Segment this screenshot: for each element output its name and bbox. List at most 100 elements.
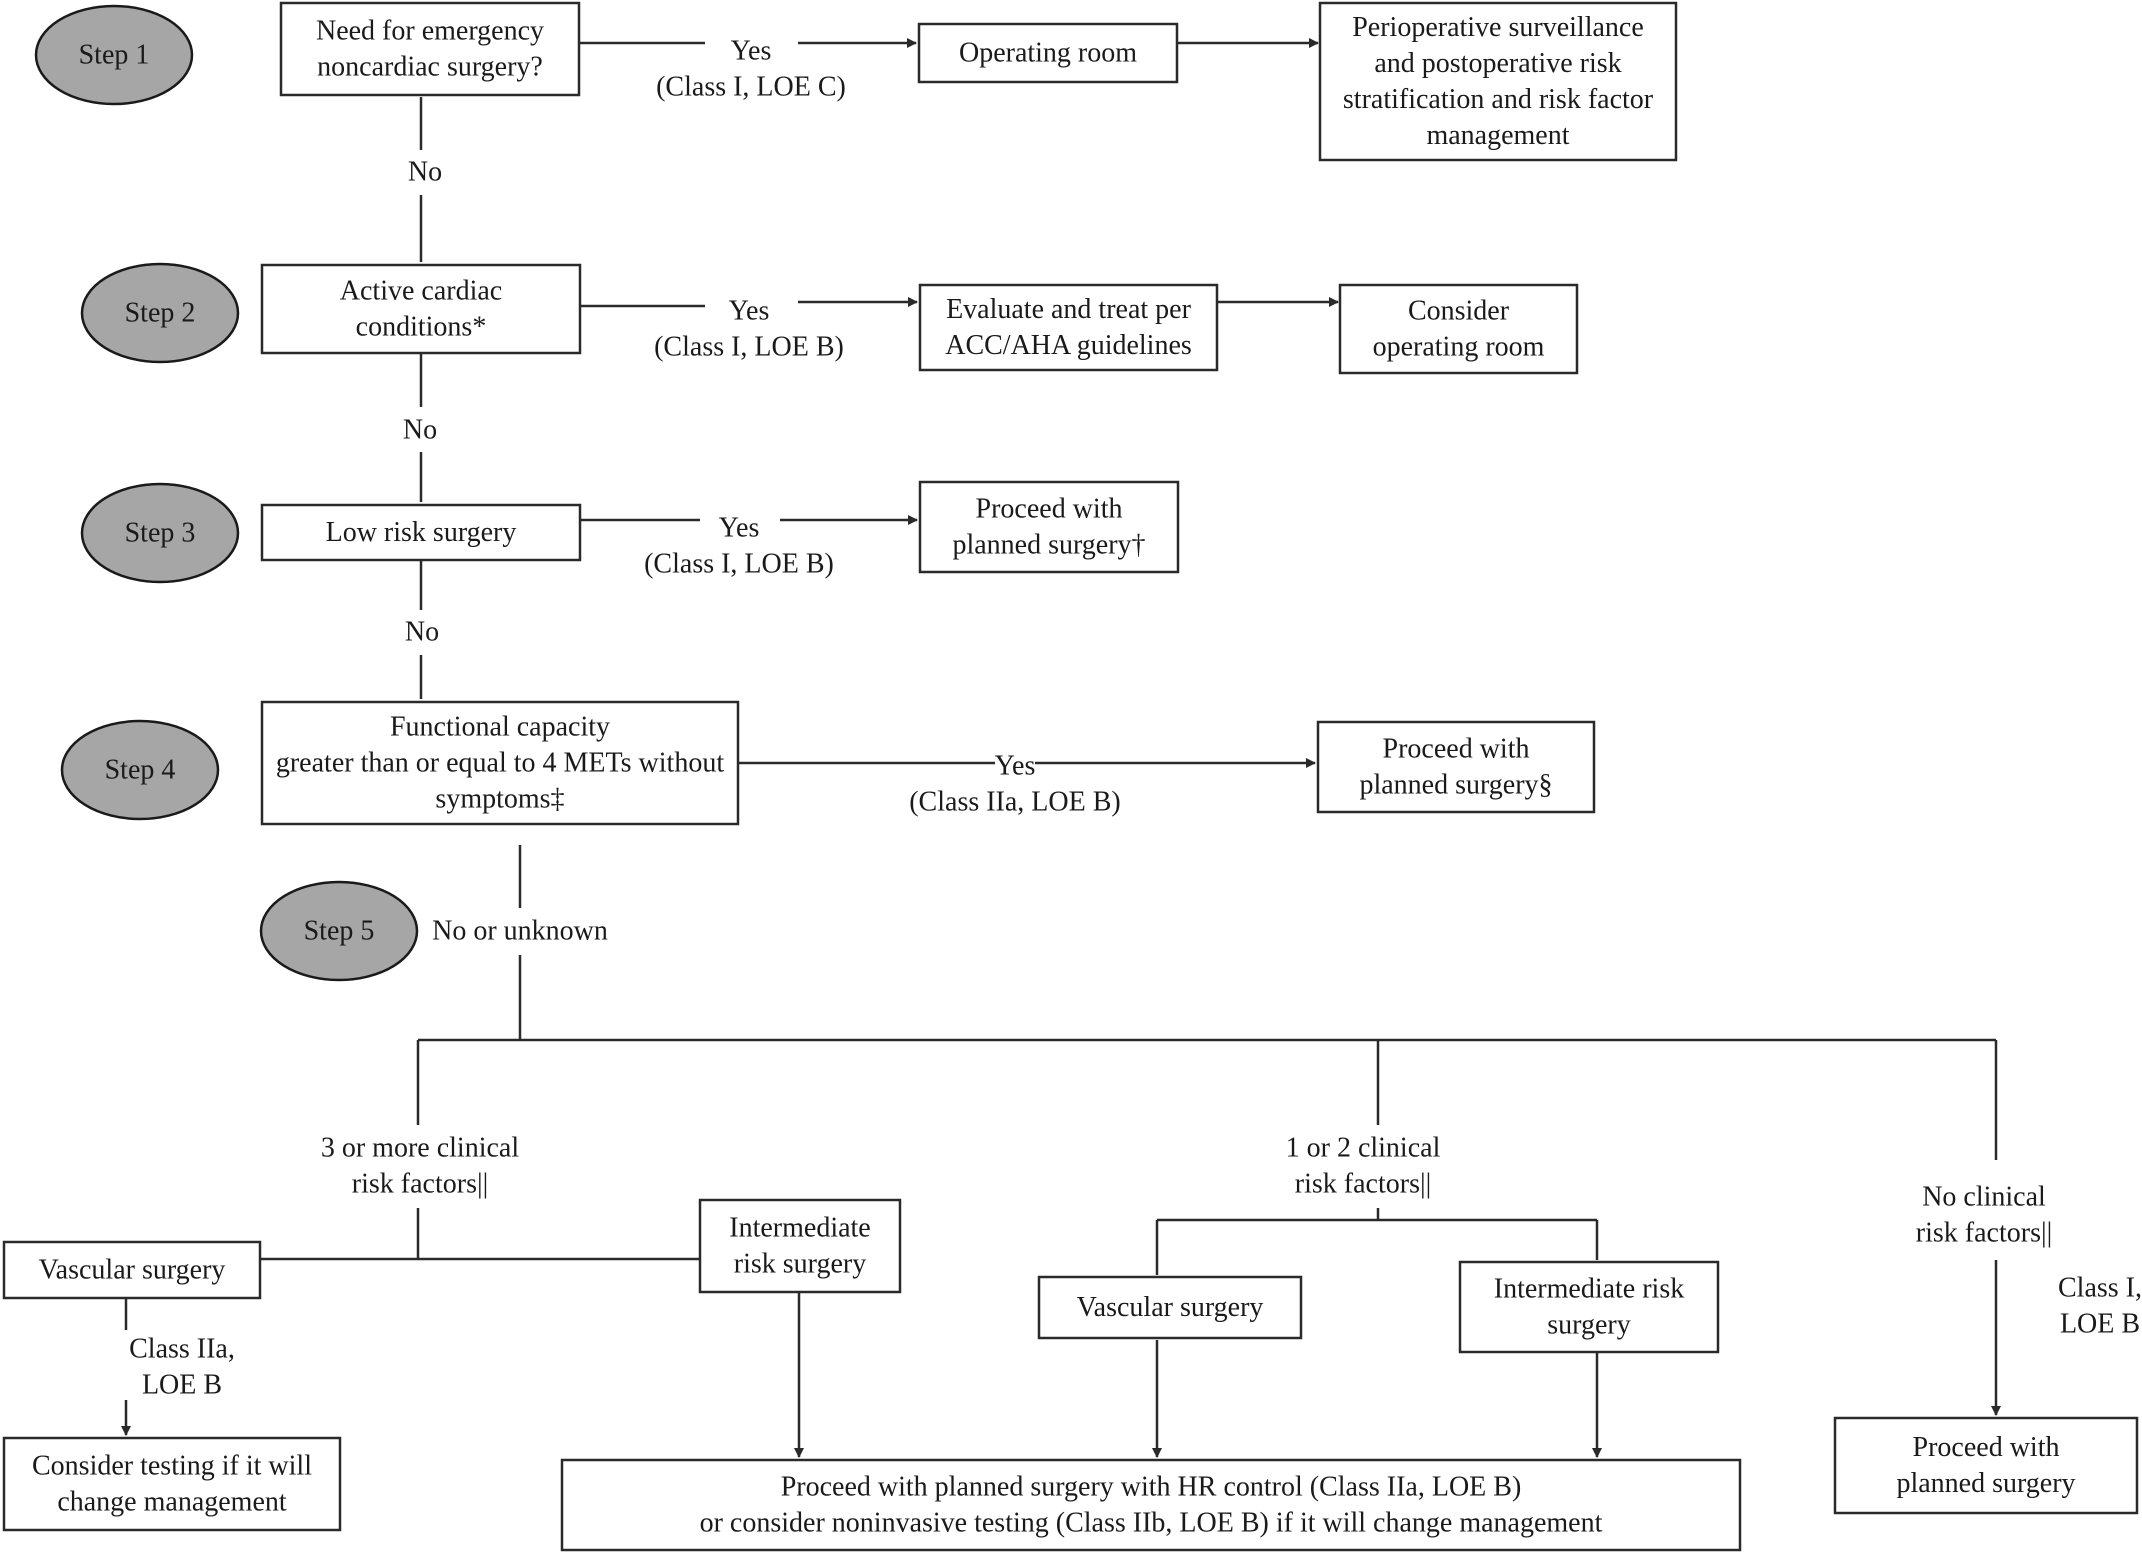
no1-label: No: [408, 157, 442, 188]
yes4-label-line-2: (Class IIa, LOE B): [909, 787, 1121, 818]
consider-testing-text-line-1: Consider testing if it will: [32, 1451, 312, 1482]
functional-capacity-text-line-1: Functional capacity: [390, 712, 610, 743]
proceed-hr-box: [560, 1458, 1742, 1552]
connectors-layer: [121, 38, 2001, 1458]
yes4-label-line-1: Yes: [995, 751, 1036, 782]
consider-testing-text-line-2: change management: [57, 1487, 287, 1518]
proceed-planned-box: [1833, 1416, 2139, 1515]
step1-oval: [34, 4, 194, 106]
class-i-lob-label: Class I, LOE B: [2058, 1273, 2142, 1340]
vascular-mid-box: [1037, 1275, 1303, 1340]
consider-testing-box: [2, 1436, 342, 1532]
class-i-lob-label-line-1: Class I,: [2058, 1273, 2142, 1304]
step3-label: Step 3: [125, 518, 196, 549]
class-i-lob-label-line-2: LOE B: [2060, 1309, 2140, 1340]
emergency-box: [279, 1, 581, 97]
class-iia-lob-label: Class IIa, LOE B: [129, 1334, 235, 1401]
no2-label: No: [403, 415, 437, 446]
yes3-label: Yes(Class I, LOE B): [644, 513, 834, 580]
functional-capacity-text: Functional capacity greater than or equal…: [276, 712, 724, 815]
consider-testing-text: Consider testing if it will change manage…: [32, 1451, 312, 1518]
emergency-text-line-1: Need for emergency: [316, 16, 544, 47]
vascular-mid-text-line-1: Vascular surgery: [1077, 1292, 1264, 1323]
three-plus-label: 3 or more clinical risk factors||: [321, 1133, 519, 1200]
functional-capacity-text-line-2: greater than or equal to 4 METs without: [276, 748, 724, 779]
evaluate-treat-text-line-2: ACC/AHA guidelines: [945, 330, 1192, 361]
step1-label-line-1: Step 1: [79, 40, 150, 71]
step5-oval: [259, 880, 419, 982]
no1-label-line-1: No: [408, 157, 442, 188]
yes4-label: Yes (Class IIa, LOE B): [909, 751, 1121, 818]
perioperative-text-line-1: Perioperative surveillance: [1352, 12, 1644, 43]
yes2-label: Yes(Class I, LOE B): [654, 296, 844, 363]
vascular-left-text-line-1: Vascular surgery: [39, 1255, 226, 1286]
step4-label-line-1: Step 4: [105, 755, 176, 786]
class-iia-lob-label-line-2: LOE B: [142, 1370, 222, 1401]
proceed-hr-text-line-2: or consider noninvasive testing (Class I…: [700, 1508, 1603, 1539]
consider-or-box: [1338, 283, 1579, 375]
text-layer: Step 1 Step 2 Step 3 Step 4 Step 5 Need for e…: [32, 12, 2142, 1539]
three-plus-label-line-2: risk factors||: [352, 1169, 488, 1200]
proceed-planned-text: Proceed with planned surgery: [1896, 1432, 2075, 1499]
proceed-section-text-line-1: Proceed with: [1383, 734, 1530, 765]
perioperative-text-line-3: stratification and risk factor: [1343, 84, 1654, 115]
proceed-planned-text-line-1: Proceed with: [1913, 1432, 2060, 1463]
intermediate-left-box: [698, 1198, 902, 1294]
emergency-text-line-2: noncardiac surgery?: [317, 52, 543, 83]
no2-label-line-1: No: [403, 415, 437, 446]
active-cardiac-box: [260, 263, 582, 355]
no3-label-line-1: No: [405, 617, 439, 648]
step4-label: Step 4: [105, 755, 176, 786]
step5-label: Step 5: [304, 916, 375, 947]
proceed-section-box: [1316, 720, 1596, 814]
yes1-label-line-2: (Class I, LOE C): [656, 72, 846, 103]
proceed-hr-text: Proceed with planned surgery with HR con…: [700, 1472, 1603, 1539]
proceed-hr-text-line-1: Proceed with planned surgery with HR con…: [781, 1472, 1522, 1503]
no-clinical-label: No clinical risk factors||: [1916, 1182, 2052, 1249]
evaluate-treat-box: [918, 283, 1219, 372]
evaluate-treat-text-line-1: Evaluate and treat per: [946, 294, 1192, 325]
consider-or-text-line-2: operating room: [1373, 332, 1545, 363]
intermediate-mid-text-line-1: Intermediate risk: [1494, 1274, 1684, 1305]
operating-room-text-line-1: Operating room: [959, 38, 1137, 69]
consider-or-text-line-1: Consider: [1408, 296, 1510, 327]
class-iia-lob-label-line-1: Class IIa,: [129, 1334, 235, 1365]
intermediate-left-text-line-1: Intermediate: [729, 1213, 870, 1244]
intermediate-left-text-line-2: risk surgery: [734, 1249, 866, 1280]
no3-label: No: [405, 617, 439, 648]
step4-oval: [60, 719, 220, 821]
step2-oval: [80, 262, 240, 364]
yes3-label-line-2: (Class I, LOE B): [644, 549, 834, 580]
proceed-dagger-text-line-2: planned surgery†: [952, 530, 1145, 561]
no-unknown-label-line-1: No or unknown: [432, 916, 608, 947]
perioperative-text-line-4: management: [1426, 120, 1569, 151]
intermediate-mid-text-line-2: surgery: [1547, 1310, 1630, 1341]
step3-label-line-1: Step 3: [125, 518, 196, 549]
no-clinical-label-line-1: No clinical: [1922, 1182, 2046, 1213]
no-clinical-label-line-2: risk factors||: [1916, 1218, 2052, 1249]
no-unknown-label: No or unknown: [432, 916, 608, 947]
step1-label: Step 1: [79, 40, 150, 71]
active-cardiac-text-line-1: Active cardiac: [340, 276, 502, 307]
proceed-dagger-text: Proceed with planned surgery†: [952, 494, 1145, 561]
step2-label: Step 2: [125, 298, 196, 329]
operating-room-text: Operating room: [959, 38, 1137, 69]
intermediate-mid-box: [1458, 1260, 1720, 1354]
proceed-planned-text-line-2: planned surgery: [1896, 1468, 2075, 1499]
yes1-label-line-1: Yes: [731, 36, 772, 67]
vascular-mid-text: Vascular surgery: [1077, 1292, 1264, 1323]
intermediate-mid-text: Intermediate risk surgery: [1494, 1274, 1684, 1341]
step2-label-line-1: Step 2: [125, 298, 196, 329]
yes1-label: Yes (Class I, LOE C): [656, 36, 846, 103]
low-risk-text: Low risk surgery: [326, 517, 517, 548]
vascular-left-text: Vascular surgery: [39, 1255, 226, 1286]
consider-or-text: Consider operating room: [1373, 296, 1545, 363]
proceed-dagger-text-line-1: Proceed with: [976, 494, 1123, 525]
three-plus-label-line-1: 3 or more clinical: [321, 1133, 519, 1164]
